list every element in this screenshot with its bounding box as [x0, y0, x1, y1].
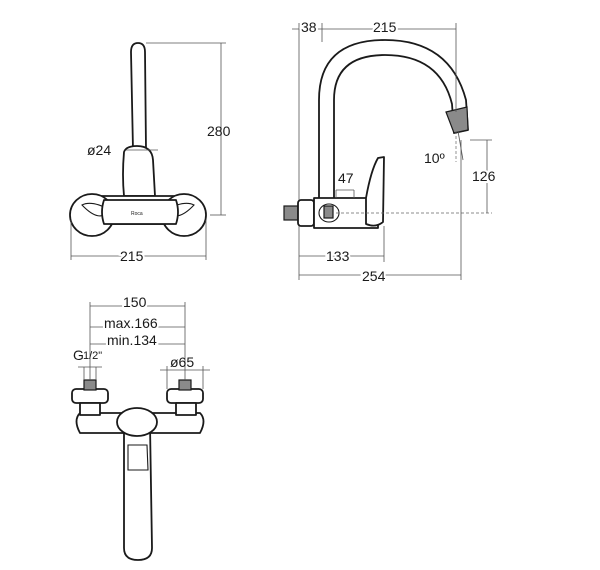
- bottom-flange-diameter-label: ø65: [170, 354, 194, 370]
- front-view: Roca 280 ø24 215: [69, 42, 231, 266]
- side-body-depth-label: 133: [326, 248, 350, 264]
- bottom-center-distance-label: 150: [123, 294, 147, 310]
- front-spout-diameter-label: ø24: [87, 142, 111, 158]
- side-total-depth-label: 254: [362, 268, 386, 284]
- front-brand-mark: Roca: [131, 211, 143, 217]
- side-reach-label: 215: [373, 19, 397, 35]
- bottom-min-label: min.134: [107, 332, 157, 348]
- bottom-thread-fraction-label: 1/2": [83, 350, 102, 362]
- bottom-spout: [123, 424, 153, 561]
- side-outlet-tip: [445, 106, 469, 134]
- side-view: 38 215 10º 126 47 133 254: [283, 17, 498, 286]
- front-height-label: 280: [207, 123, 231, 139]
- front-body: [122, 145, 156, 197]
- bottom-left-flange: [71, 388, 109, 404]
- side-wall-connector: [283, 205, 299, 221]
- side-lever-label: 47: [338, 170, 354, 186]
- bottom-right-flange: [166, 388, 204, 404]
- bottom-view: 150 max.166 min.134 G 1/2" ø65: [71, 292, 210, 561]
- front-width-label: 215: [120, 248, 144, 264]
- side-angle-label: 10º: [424, 150, 445, 166]
- side-outlet-height-label: 126: [472, 168, 496, 184]
- bottom-left-thread: [83, 379, 97, 391]
- side-lever: [365, 156, 385, 227]
- front-spout: [130, 42, 147, 151]
- bottom-thread-label: G: [73, 347, 84, 363]
- side-offset-label: 38: [301, 19, 317, 35]
- bottom-right-thread: [178, 379, 192, 391]
- bottom-max-label: max.166: [104, 315, 158, 331]
